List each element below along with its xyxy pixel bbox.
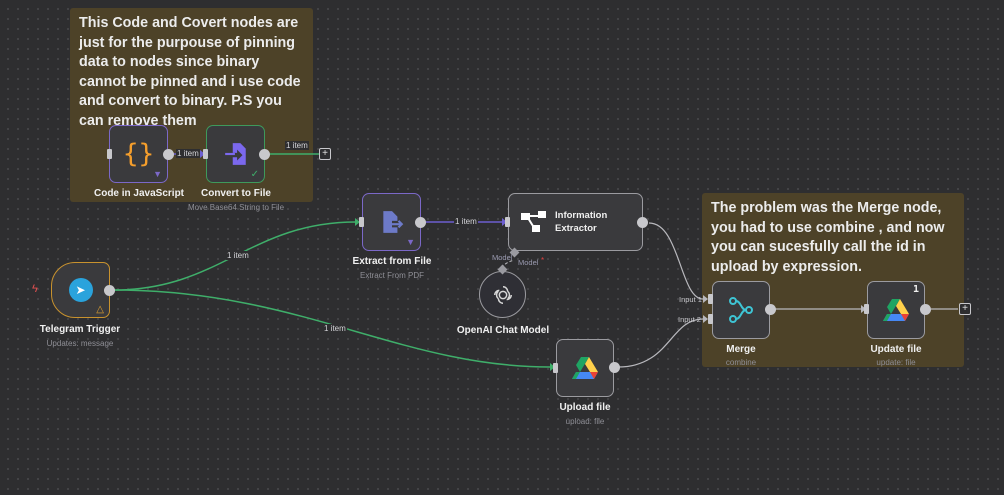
input-label-2: Input 2 bbox=[678, 315, 701, 324]
pin-icon: ▼ bbox=[153, 169, 162, 179]
output-handle[interactable] bbox=[259, 149, 270, 160]
node-title: Merge bbox=[726, 344, 756, 355]
edge-label: 1 item bbox=[323, 324, 347, 333]
file-import-icon bbox=[224, 143, 246, 165]
run-count-badge: 1 bbox=[912, 284, 919, 295]
add-node-button[interactable]: + bbox=[319, 148, 331, 160]
node-telegram-trigger[interactable]: ➤ △ bbox=[51, 262, 110, 318]
arrow-icon bbox=[703, 315, 708, 323]
output-handle[interactable] bbox=[920, 304, 931, 315]
node-title: Telegram Trigger bbox=[39, 324, 121, 335]
warning-icon: △ bbox=[96, 304, 104, 315]
input-label-1: Input 1 bbox=[679, 295, 702, 304]
required-marker: * bbox=[541, 256, 545, 265]
node-extract-from-file[interactable]: ▼ bbox=[362, 193, 421, 251]
node-subtitle: upload: file bbox=[565, 417, 605, 426]
input-handle[interactable] bbox=[553, 363, 558, 373]
node-title: Code in JavaScript bbox=[93, 188, 185, 199]
node-convert-to-file[interactable]: ✓ bbox=[206, 125, 265, 183]
node-openai-chat-model[interactable] bbox=[479, 271, 526, 318]
node-information-extractor[interactable]: Information Extractor bbox=[508, 193, 643, 251]
node-merge[interactable] bbox=[712, 281, 770, 339]
input-handle[interactable] bbox=[359, 217, 364, 227]
edge-upload-merge[interactable] bbox=[617, 318, 704, 368]
node-title-line1: Information bbox=[555, 210, 608, 221]
telegram-icon: ➤ bbox=[68, 278, 93, 302]
code-braces-icon: {} bbox=[122, 139, 155, 169]
arrow-icon bbox=[355, 218, 360, 226]
output-handle[interactable] bbox=[637, 217, 648, 228]
output-handle[interactable] bbox=[163, 149, 174, 160]
output-handle[interactable] bbox=[415, 217, 426, 228]
node-subtitle: update: file bbox=[876, 358, 916, 367]
edge-info-merge[interactable] bbox=[648, 222, 704, 300]
node-title: OpenAI Chat Model bbox=[456, 325, 550, 336]
edge-label: 1 item bbox=[454, 217, 478, 226]
sticky-note-text: This Code and Covert nodes are just for … bbox=[79, 15, 301, 129]
model-port-label: Model bbox=[492, 253, 513, 262]
node-subtitle: Move Base64 String to File bbox=[187, 203, 285, 212]
node-title: Upload file bbox=[559, 402, 611, 413]
arrow-icon bbox=[703, 295, 708, 303]
node-title: Update file bbox=[870, 344, 922, 355]
node-subtitle: combine bbox=[725, 358, 757, 367]
arrow-icon bbox=[502, 218, 507, 226]
edge-label: 1 item bbox=[226, 251, 250, 260]
node-title: Extract from File bbox=[352, 256, 432, 267]
pin-icon: ▼ bbox=[406, 237, 415, 247]
lightning-icon: ϟ bbox=[32, 283, 38, 295]
add-node-button[interactable]: + bbox=[959, 303, 971, 315]
output-handle[interactable] bbox=[765, 304, 776, 315]
input-handle[interactable] bbox=[107, 149, 112, 159]
input-handle[interactable] bbox=[864, 304, 869, 314]
openai-icon bbox=[493, 285, 512, 304]
arrow-icon bbox=[200, 150, 205, 158]
node-code-javascript[interactable]: {} ▼ bbox=[109, 125, 168, 183]
google-drive-icon bbox=[572, 357, 598, 379]
arrow-icon bbox=[861, 305, 866, 313]
node-update-file[interactable]: 1 bbox=[867, 281, 925, 339]
output-handle[interactable] bbox=[104, 285, 115, 296]
merge-icon bbox=[729, 297, 753, 323]
model-port-label: Model bbox=[518, 258, 539, 267]
node-subtitle: Extract From PDF bbox=[359, 271, 425, 280]
file-export-icon bbox=[382, 211, 403, 233]
edge-label: 1 item bbox=[176, 149, 200, 158]
check-icon: ✓ bbox=[250, 169, 259, 180]
node-subtitle: Updates: message bbox=[46, 339, 114, 348]
output-handle[interactable] bbox=[609, 362, 620, 373]
input-handle-1[interactable] bbox=[708, 294, 713, 304]
input-handle[interactable] bbox=[203, 149, 208, 159]
input-handle-2[interactable] bbox=[708, 314, 713, 324]
sticky-note-text: The problem was the Merge node, you had … bbox=[711, 200, 945, 275]
edge-label: 1 item bbox=[285, 141, 309, 150]
sitemap-icon bbox=[521, 211, 546, 232]
node-title: Convert to File bbox=[200, 188, 272, 199]
node-title-line2: Extractor bbox=[555, 223, 597, 234]
node-upload-file[interactable] bbox=[556, 339, 614, 397]
arrow-icon bbox=[550, 363, 555, 371]
google-drive-icon bbox=[883, 299, 909, 321]
input-handle[interactable] bbox=[505, 217, 510, 227]
